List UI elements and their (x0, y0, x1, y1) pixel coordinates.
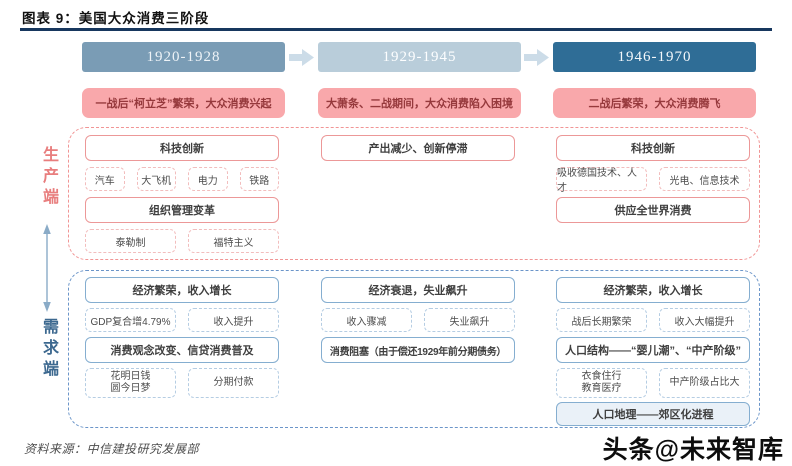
production-heading: 供应全世界消费 (556, 197, 750, 223)
demand-items-row: 花明日钱 圆今日梦 分期付款 (85, 368, 279, 398)
demand-heading: 人口结构——“婴儿潮”、“中产阶级” (556, 337, 750, 363)
demand-items-row: 衣食住行 教育医疗 中产阶级占比大 (556, 368, 750, 398)
demand-heading: 人口地理——郊区化进程 (556, 402, 750, 426)
figure-title: 图表 9：美国大众消费三阶段 (22, 11, 210, 26)
production-panel: 科技创新 汽车 大飞机 电力 铁路 组织管理变革 泰勒制 福特主义 产出减少、创… (68, 127, 760, 260)
production-heading: 组织管理变革 (85, 197, 279, 223)
production-item: 光电、信息技术 (659, 167, 750, 191)
arrow-right-icon (289, 49, 314, 66)
stage-summary-2: 大萧条、二战期间，大众消费陷入困境 (318, 88, 521, 118)
production-item: 吸收德国技术、人才 (556, 167, 647, 194)
production-heading: 产出减少、创新停滞 (321, 135, 515, 161)
demand-item: 战后长期繁荣 (556, 308, 647, 332)
demand-item: 花明日钱 圆今日梦 (85, 368, 176, 398)
production-heading: 科技创新 (85, 135, 279, 161)
demand-panel: 经济繁荣，收入增长 GDP复合增4.79% 收入提升 消费观念改变、信贷消费普及… (68, 270, 760, 428)
production-col-1929: 产出减少、创新停滞 (321, 128, 515, 167)
demand-item: GDP复合增4.79% (85, 308, 176, 332)
arrow-right-icon (524, 49, 549, 66)
production-items-row: 泰勒制 福特主义 (85, 229, 279, 253)
production-item: 电力 (188, 167, 228, 191)
demand-heading: 经济衰退，失业飙升 (321, 277, 515, 303)
demand-side-label: 需求端 (40, 318, 57, 381)
production-item: 铁路 (239, 167, 279, 191)
demand-item: 收入提升 (188, 308, 279, 332)
demand-col-1929: 经济衰退，失业飙升 收入骤减 失业飙升 消费阻塞（由于偿还1929年前分期债务） (321, 271, 515, 368)
production-heading: 科技创新 (556, 135, 750, 161)
demand-item: 收入大幅提升 (659, 308, 750, 332)
stage-column-2: 1929-1945 大萧条、二战期间，大众消费陷入困境 (318, 42, 521, 118)
production-item: 福特主义 (188, 229, 279, 253)
demand-item: 分期付款 (188, 368, 279, 398)
demand-heading: 消费观念改变、信贷消费普及 (85, 337, 279, 363)
demand-item: 收入骤减 (321, 308, 412, 332)
production-demand-double-arrow-icon (41, 224, 53, 312)
production-items-row: 吸收德国技术、人才 光电、信息技术 (556, 167, 750, 194)
demand-items-row: GDP复合增4.79% 收入提升 (85, 308, 279, 332)
demand-items-row: 收入骤减 失业飙升 (321, 308, 515, 332)
stage-period-bar-1: 1920-1928 (82, 42, 285, 72)
demand-heading: 经济繁荣，收入增长 (556, 277, 750, 303)
demand-item: 中产阶级占比大 (659, 368, 750, 398)
stage-column-3: 1946-1970 二战后繁荣，大众消费腾飞 (553, 42, 756, 118)
stage-period-bar-3: 1946-1970 (553, 42, 756, 72)
production-col-1920: 科技创新 汽车 大飞机 电力 铁路 组织管理变革 泰勒制 福特主义 (85, 128, 279, 259)
demand-heading: 消费阻塞（由于偿还1929年前分期债务） (321, 337, 515, 363)
stage-summary-1: 一战后“柯立芝”繁荣，大众消费兴起 (82, 88, 285, 118)
source-note: 资料来源：中信建投研究发展部 (24, 442, 200, 456)
production-col-1946: 科技创新 吸收德国技术、人才 光电、信息技术 供应全世界消费 (556, 128, 750, 229)
demand-col-1920: 经济繁荣，收入增长 GDP复合增4.79% 收入提升 消费观念改变、信贷消费普及… (85, 271, 279, 402)
demand-item: 衣食住行 教育医疗 (556, 368, 647, 398)
production-item: 泰勒制 (85, 229, 176, 253)
demand-items-row: 战后长期繁荣 收入大幅提升 (556, 308, 750, 332)
stage-summary-3: 二战后繁荣，大众消费腾飞 (553, 88, 756, 118)
production-item: 大飞机 (136, 167, 176, 191)
production-side-label: 生产端 (40, 146, 57, 209)
stage-column-1: 1920-1928 一战后“柯立芝”繁荣，大众消费兴起 (82, 42, 285, 118)
watermark: 头条@未来智库 (602, 436, 784, 464)
demand-item: 失业飙升 (424, 308, 515, 332)
production-items-row: 汽车 大飞机 电力 铁路 (85, 167, 279, 191)
production-item: 汽车 (85, 167, 125, 191)
stage-period-bar-2: 1929-1945 (318, 42, 521, 72)
title-divider (20, 28, 772, 31)
demand-heading: 经济繁荣，收入增长 (85, 277, 279, 303)
demand-col-1946: 经济繁荣，收入增长 战后长期繁荣 收入大幅提升 人口结构——“婴儿潮”、“中产阶… (556, 271, 750, 431)
